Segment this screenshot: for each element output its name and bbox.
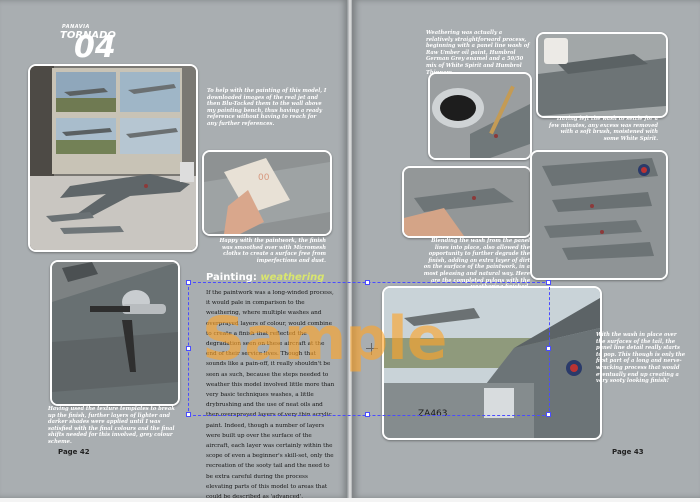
selection-handle-top[interactable] bbox=[365, 280, 370, 285]
spine bbox=[347, 0, 353, 498]
photo-pylon-blending bbox=[402, 166, 532, 238]
selection-handle-right[interactable] bbox=[546, 346, 551, 351]
caption-micromesh: Happy with the paintwork, the finish was… bbox=[219, 238, 327, 264]
photo-wash-settled bbox=[536, 32, 668, 118]
photo-completed-pylons bbox=[530, 150, 668, 280]
heading-plain: Painting: bbox=[206, 272, 257, 283]
selection-handle-bottom-left[interactable] bbox=[186, 412, 191, 417]
page-number-left: Page 42 bbox=[58, 448, 90, 456]
photo-wash-mixing bbox=[428, 72, 532, 160]
caption-reference-images: To help with the painting of this model,… bbox=[207, 88, 327, 127]
page-number-right: Page 43 bbox=[612, 448, 644, 456]
tail-code: ZA463 bbox=[418, 409, 448, 419]
heading-italic: weathering bbox=[260, 272, 325, 283]
caption-panel-wash: Weathering was actually a relatively str… bbox=[426, 30, 530, 76]
caption-texture-templates: Having used the texture templates to bre… bbox=[48, 406, 175, 445]
selection-handle-bottom[interactable] bbox=[365, 412, 370, 417]
left-page: PANAVIA TORNADO 04 bbox=[0, 0, 348, 500]
svg-text:00: 00 bbox=[258, 173, 270, 183]
article-body-text: If the paintwork was a long-winded proce… bbox=[206, 290, 335, 501]
selection-handle-top-right[interactable] bbox=[546, 280, 551, 285]
tornado-logo: PANAVIA TORNADO 04 bbox=[52, 16, 116, 63]
caption-excess-removed: Having left the wash to settle for a few… bbox=[549, 116, 658, 142]
photo-workbench-reference bbox=[28, 64, 198, 252]
right-page: Weathering was actually a relatively str… bbox=[352, 0, 700, 498]
photo-tail-wash: ZA463 bbox=[382, 286, 602, 440]
section-heading: Painting: weathering bbox=[206, 272, 324, 283]
center-crosshair-icon bbox=[366, 343, 378, 355]
photo-micromesh-sanding: 00 bbox=[202, 150, 332, 236]
selection-handle-top-left[interactable] bbox=[186, 280, 191, 285]
logo-line2: TORNADO bbox=[60, 30, 116, 41]
photo-airbrush-weathering bbox=[50, 260, 180, 406]
sample-watermark: Sample bbox=[202, 304, 447, 374]
caption-tail-wash: With the wash in place over the surfaces… bbox=[596, 332, 686, 385]
selection-handle-bottom-right[interactable] bbox=[546, 412, 551, 417]
logo-line1: PANAVIA bbox=[62, 24, 90, 30]
logo-line3: 04 bbox=[74, 30, 116, 65]
selection-handle-left[interactable] bbox=[186, 346, 191, 351]
